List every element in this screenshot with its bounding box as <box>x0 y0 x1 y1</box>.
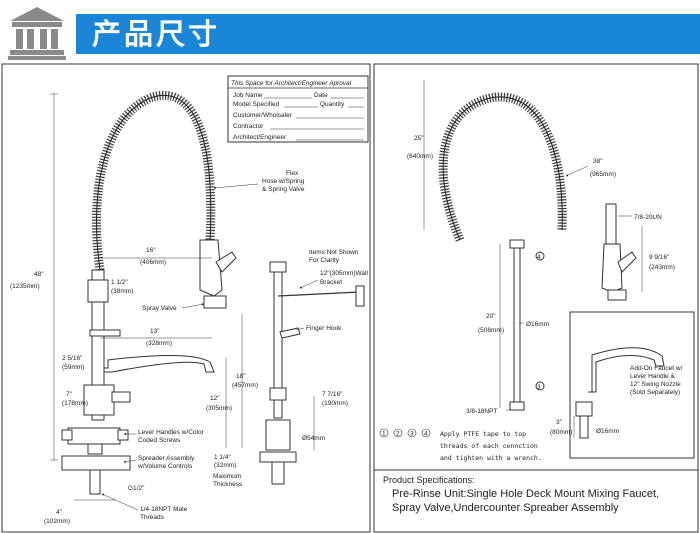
dim-d54: Ø54mm <box>302 435 325 442</box>
ptfe-note-line-2: threads of each connction <box>440 442 538 450</box>
dim-4: 4" <box>56 509 63 516</box>
ptfe-note: 1 2 3 4 Apply PTFE tape to top threads o… <box>379 428 542 462</box>
svg-text:w/Volume Controls: w/Volume Controls <box>137 463 193 470</box>
svg-text:(32mm): (32mm) <box>214 462 236 469</box>
dim-13: 13" <box>150 328 160 335</box>
g-thread-label: G1/2" <box>128 485 145 492</box>
left-panel-border <box>1 63 371 533</box>
svg-text:(38mm): (38mm) <box>111 288 133 295</box>
dim-48: 48" <box>34 271 44 278</box>
approval-title-block: This Space for Architect/Engineer Aprova… <box>227 75 369 143</box>
customer-label: Customer/Wholsaler <box>233 112 293 119</box>
svg-text:(406mm): (406mm) <box>140 259 166 266</box>
dim-1-25: 1 1/4" <box>214 454 231 461</box>
svg-text:1: 1 <box>382 431 386 438</box>
dim-20: 20" <box>486 313 496 320</box>
spec-line-1: Pre-Rinse Unit:Single Hole Deck Mount Mi… <box>392 488 660 500</box>
date-label: Date <box>314 92 328 99</box>
dim-2-5-16: 2 5/16" <box>62 355 83 362</box>
svg-text:Hose w/Spring: Hose w/Spring <box>262 178 305 185</box>
page-header: 产品尺寸 <box>0 0 700 62</box>
contractor-label: Contractor <box>233 123 264 130</box>
max-thickness-label: Maximum <box>213 473 241 480</box>
model-specified-label: Model Specified <box>233 101 280 108</box>
svg-text:(965mm): (965mm) <box>590 171 616 178</box>
dim-12: 12" <box>210 395 220 402</box>
svg-text:& Spring Valve: & Spring Valve <box>262 186 305 193</box>
finger-hook-label: Finger Hook <box>306 325 342 332</box>
svg-text:(328mm): (328mm) <box>146 340 172 347</box>
svg-text:(243mm): (243mm) <box>649 264 675 271</box>
institution-building-icon <box>6 3 68 61</box>
spreader-label: Spreader Assembly <box>138 455 195 462</box>
svg-text:(457mm): (457mm) <box>232 382 258 389</box>
dim-1-5: 1 1/2" <box>111 279 128 286</box>
front-view-labels: Flex Hose w/Spring & Spring Valve Spray … <box>101 170 368 521</box>
dim-d16: Ø16mm <box>526 321 549 328</box>
faucet-side-view <box>259 261 365 485</box>
dim-18: 18" <box>236 373 246 380</box>
right-panel-border <box>373 63 699 533</box>
title-banner <box>76 14 700 54</box>
dim-7: 7" <box>66 391 73 398</box>
thread-78-label: 7/8-20UN <box>634 214 662 221</box>
svg-text:For Clarity: For Clarity <box>309 257 340 264</box>
wall-bracket-label: 12"(305mm)Wall <box>320 270 368 277</box>
svg-text:(80mm): (80mm) <box>550 429 572 436</box>
front-view-dimensions: 48" (1235mm) 1 1/2" (38mm) 16" (406mm) 1… <box>10 93 348 525</box>
svg-text:Thickness: Thickness <box>213 481 243 488</box>
dim-16: 16" <box>146 247 156 254</box>
title-block-heading: This Space for Architect/Engineer Aprova… <box>231 80 352 87</box>
architect-label: Architect/Engineer <box>233 134 287 141</box>
items-not-shown-label: Items Not Shown <box>309 249 359 256</box>
svg-text:Threads: Threads <box>140 514 165 521</box>
exploded-view <box>438 92 695 459</box>
dim-d16b: Ø16mm <box>596 428 619 435</box>
spec-heading: Product Specifications: <box>383 475 475 485</box>
add-on-faucet-label: Add-On Faucet w/ <box>630 365 683 372</box>
faucet-front-view <box>61 90 237 495</box>
svg-text:(178mm): (178mm) <box>62 400 88 407</box>
ptfe-note-line-1: Apply PTFE tape to top <box>440 430 526 438</box>
svg-text:4: 4 <box>424 431 428 438</box>
npt-38-label: 3/8-18NPT <box>466 408 497 415</box>
spec-body: Pre-Rinse Unit:Single Hole Deck Mount Mi… <box>392 487 692 515</box>
npt-threads-label: 1/4-18NPT Male <box>140 506 188 513</box>
svg-text:(305mm): (305mm) <box>206 405 232 412</box>
svg-text:(102mm): (102mm) <box>44 518 70 525</box>
lever-handles-label: Lever Handles w/Color <box>138 429 205 436</box>
quantity-label: Quantity <box>320 101 345 108</box>
marker-4: 4 <box>537 254 541 261</box>
marker-3: 3 <box>537 384 541 391</box>
dim-9-9-16: 9 9/16" <box>649 254 670 261</box>
dim-7-7-16: 7 7/16" <box>322 391 343 398</box>
dim-38: 38" <box>593 158 603 165</box>
svg-text:Bracket: Bracket <box>320 279 342 286</box>
svg-text:12" Swing Nozzle: 12" Swing Nozzle <box>630 381 681 388</box>
svg-text:(Sold Separately): (Sold Separately) <box>630 389 680 396</box>
svg-text:(508mm): (508mm) <box>478 327 504 334</box>
svg-text:2: 2 <box>396 431 400 438</box>
svg-text:(59mm): (59mm) <box>62 364 84 371</box>
svg-text:Lever Handle &: Lever Handle & <box>630 373 675 380</box>
svg-text:Coded Screws: Coded Screws <box>138 437 181 444</box>
svg-text:(1235mm): (1235mm) <box>10 283 40 290</box>
dim-25: 25" <box>414 135 424 142</box>
page-title: 产品尺寸 <box>92 17 221 51</box>
svg-text:3: 3 <box>410 431 414 438</box>
flex-hose-label: Flex <box>286 170 299 177</box>
spray-valve-label: Spray Valve <box>142 305 177 312</box>
job-name-label: Job Name <box>233 92 263 99</box>
svg-text:(190mm): (190mm) <box>322 400 348 407</box>
dim-3: 3" <box>556 419 563 426</box>
spec-line-2: Spray Valve,Undercounter Spreaber Assemb… <box>392 502 619 514</box>
svg-text:(640mm): (640mm) <box>407 153 433 160</box>
exploded-view-labels: 25" (640mm) 38" (965mm) 7/8-20UN 9 9/16"… <box>407 80 683 438</box>
ptfe-note-line-3: and tighten with a wrench. <box>440 454 542 462</box>
